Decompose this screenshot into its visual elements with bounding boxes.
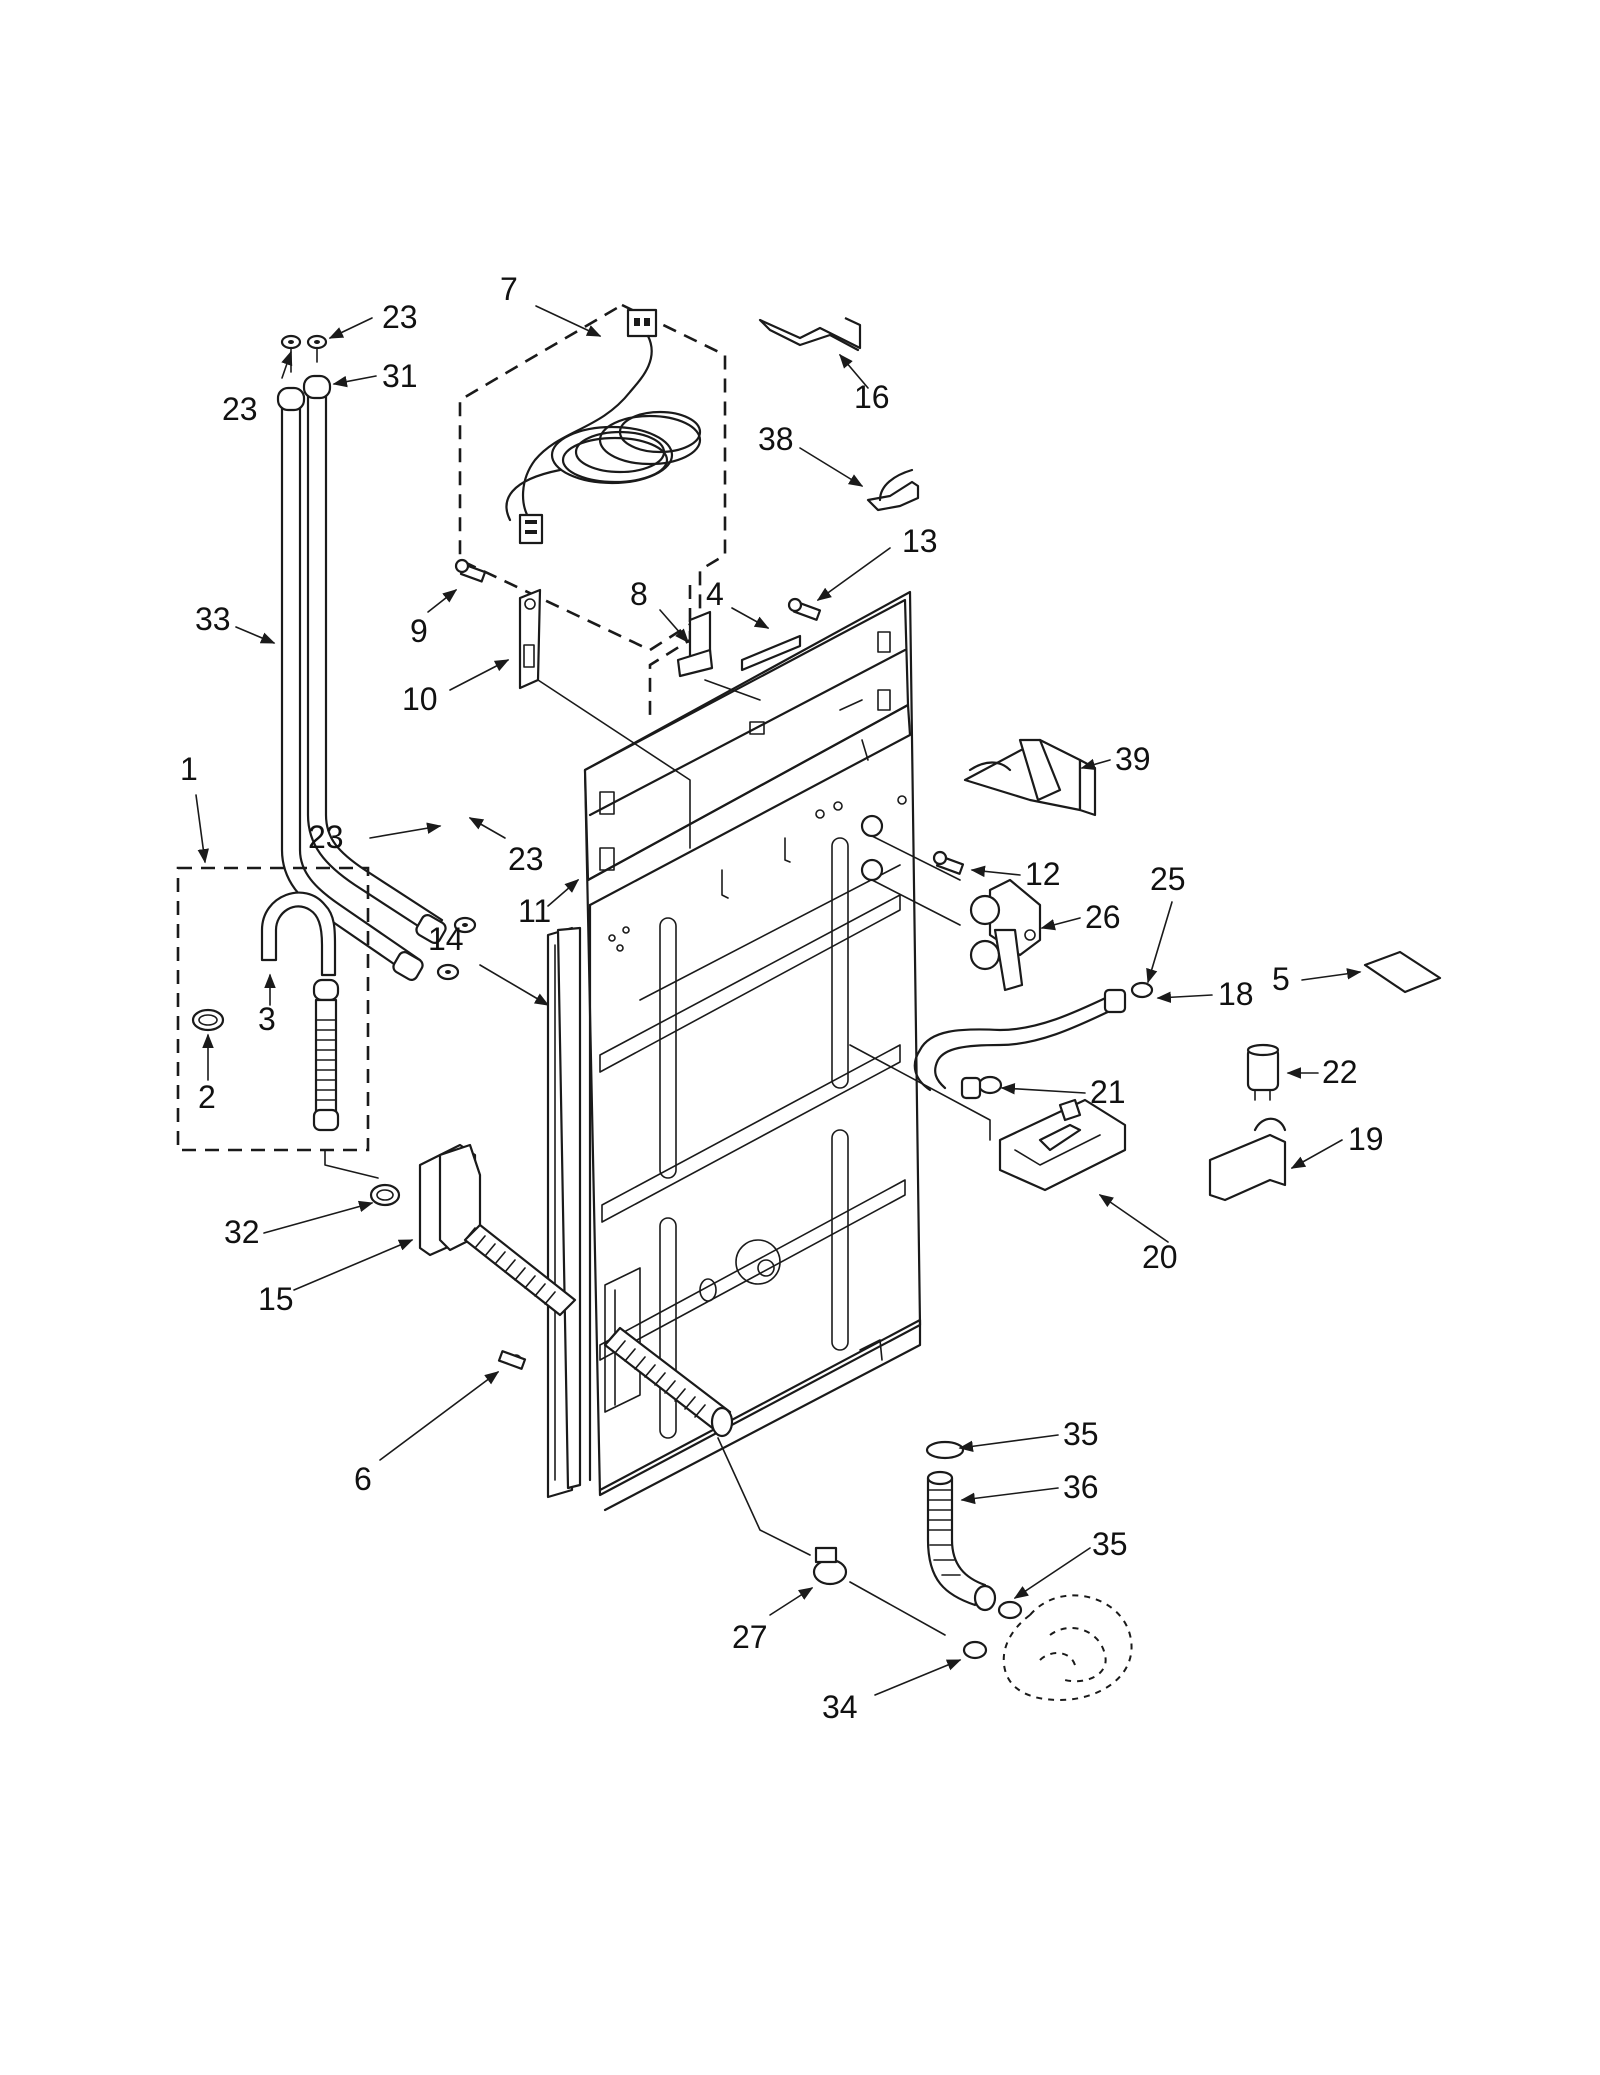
- callout-23: 23: [222, 391, 258, 427]
- callout-36: 36: [1063, 1469, 1099, 1505]
- callout-23: 23: [308, 819, 344, 855]
- callout-1: 1: [180, 751, 198, 787]
- callout-12: 12: [1025, 856, 1061, 892]
- strip-4-part: [740, 634, 802, 672]
- dispenser-part: [998, 1098, 1127, 1192]
- callout-33: 33: [195, 601, 231, 637]
- bracket-39-part: [963, 738, 1097, 817]
- callout-25: 25: [1150, 861, 1186, 897]
- callout-26: 26: [1085, 899, 1121, 935]
- label-5-part: [1363, 950, 1442, 994]
- drain-hose-part: [463, 1223, 811, 1556]
- callout-35: 35: [1063, 1416, 1099, 1452]
- callout-31: 31: [382, 358, 418, 394]
- drain-elbow-part: [925, 1440, 1133, 1702]
- callout-21: 21: [1090, 1074, 1126, 1110]
- callout-23: 23: [382, 299, 418, 335]
- inlet-hoses-part: [276, 334, 477, 981]
- clamp-27-part: [812, 1546, 946, 1636]
- callout-8: 8: [630, 576, 648, 612]
- callout-labels: 7 23 23 31 16 38 13 33 9 8 4 10 39 1 23 …: [180, 271, 1384, 1725]
- callout-2: 2: [198, 1079, 216, 1115]
- callout-39: 39: [1115, 741, 1151, 777]
- callout-38: 38: [758, 421, 794, 457]
- callout-27: 27: [732, 1619, 768, 1655]
- callout-7: 7: [500, 271, 518, 307]
- rear-panel-part: [583, 590, 922, 1512]
- leader-arrows: [195, 305, 1362, 1696]
- callout-11: 11: [518, 893, 551, 929]
- clip-8-part: [676, 610, 761, 701]
- bracket-16-part: [758, 317, 862, 352]
- callout-18: 18: [1218, 976, 1254, 1012]
- callout-10: 10: [402, 681, 438, 717]
- callout-14: 14: [428, 921, 464, 957]
- callout-6: 6: [354, 1461, 372, 1497]
- callout-16: 16: [854, 379, 890, 415]
- bracket-10-part: [518, 588, 691, 849]
- siphon-kit-part: [176, 866, 370, 1152]
- bracket-19-part: [1208, 1117, 1287, 1202]
- callout-35: 35: [1092, 1526, 1128, 1562]
- callout-5: 5: [1272, 961, 1290, 997]
- callout-32: 32: [224, 1214, 260, 1250]
- side-rail-part: [546, 926, 582, 1499]
- capacitor-22-part: [1246, 1043, 1280, 1101]
- siphon-connector-line: [324, 1149, 379, 1179]
- callout-13: 13: [902, 523, 938, 559]
- callout-4: 4: [706, 576, 724, 612]
- screw-13-part: [787, 597, 822, 621]
- callout-23: 23: [508, 841, 544, 877]
- callout-34: 34: [822, 1689, 858, 1725]
- drain-holder-part: [369, 1143, 482, 1257]
- clip-38-part: [866, 468, 920, 512]
- callout-19: 19: [1348, 1121, 1384, 1157]
- callout-3: 3: [258, 1001, 276, 1037]
- callout-20: 20: [1142, 1239, 1178, 1275]
- callout-9: 9: [410, 613, 428, 649]
- screw-9-part: [454, 558, 487, 583]
- callout-15: 15: [258, 1281, 294, 1317]
- water-valve-part: [871, 835, 1042, 992]
- callout-22: 22: [1322, 1054, 1358, 1090]
